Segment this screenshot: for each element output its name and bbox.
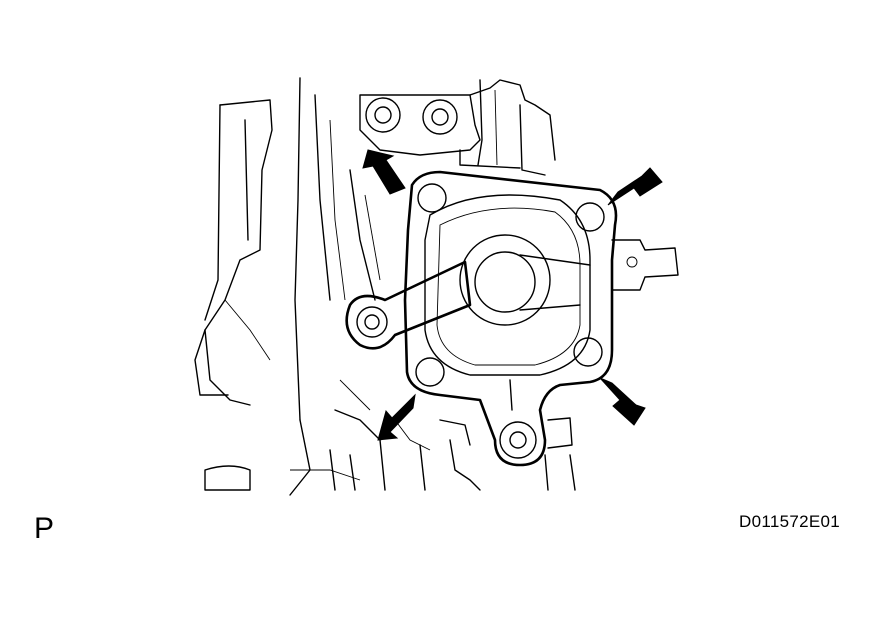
arrow-icon xyxy=(377,393,416,441)
arrow-icon xyxy=(599,377,646,426)
engine-block-outline xyxy=(194,77,381,496)
arrow-icon xyxy=(362,149,406,195)
arrow-icon xyxy=(607,167,663,206)
bolt-hole-bottom-left xyxy=(415,357,445,387)
upper-bracket xyxy=(359,79,556,176)
figure-id-label: D011572E01 xyxy=(739,512,840,531)
bolt-hole-top-right xyxy=(575,202,605,232)
lower-housing xyxy=(204,419,576,491)
bolt-arrows xyxy=(362,149,663,441)
bolt-hole-bottom-right xyxy=(573,337,603,367)
bolt-hole-top-left xyxy=(417,183,447,213)
view-code-label: P xyxy=(34,512,55,545)
